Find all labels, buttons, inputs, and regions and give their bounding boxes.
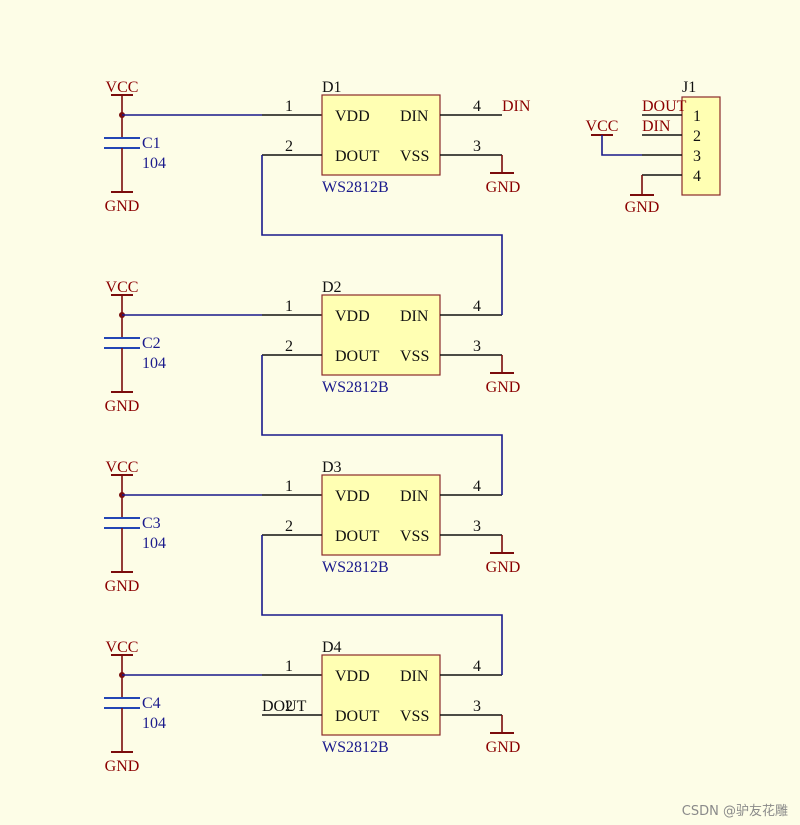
capacitor-designator: C1 xyxy=(142,135,161,152)
capacitor-value: 104 xyxy=(142,155,166,172)
chain-wire-1 xyxy=(261,155,503,315)
vss-gnd-label: GND xyxy=(486,739,521,756)
pin-number-3: 3 xyxy=(473,338,481,355)
connector-net-din: DIN xyxy=(642,118,671,135)
pin-label-vdd: VDD xyxy=(335,308,370,325)
chip-model: WS2812B xyxy=(322,379,389,396)
ws2812b-chip xyxy=(321,294,441,376)
vcc-label: VCC xyxy=(106,459,139,476)
din-net-label: DIN xyxy=(502,98,531,115)
pin-number-4: 4 xyxy=(473,98,481,115)
capacitor-designator: C2 xyxy=(142,335,161,352)
chain-wire-3 xyxy=(261,535,503,675)
vss-gnd-label: GND xyxy=(486,379,521,396)
chip-designator: D3 xyxy=(322,459,342,476)
pin-number-2: 2 xyxy=(285,338,293,355)
ws2812b-chip xyxy=(321,474,441,556)
pin-label-din: DIN xyxy=(400,668,429,685)
pin-label-vss: VSS xyxy=(400,148,429,165)
chip-designator: D1 xyxy=(322,79,342,96)
chip-model: WS2812B xyxy=(322,179,389,196)
connector-body xyxy=(681,96,721,196)
pin-label-dout: DOUT xyxy=(335,708,380,725)
pin-label-vdd: VDD xyxy=(335,108,370,125)
chip-model: WS2812B xyxy=(322,559,389,576)
capacitor-value: 104 xyxy=(142,715,166,732)
connector-j1: J1 1 2 3 4 DOUT DIN VCC GND xyxy=(586,79,721,216)
capacitor-value: 104 xyxy=(142,355,166,372)
chain-wire-2 xyxy=(261,355,503,495)
data-chain-wires xyxy=(261,155,503,675)
chip-model: WS2812B xyxy=(322,739,389,756)
dout-net-label: DOUT xyxy=(262,698,307,715)
pin-number-2: 2 xyxy=(285,138,293,155)
capacitor-value: 104 xyxy=(142,535,166,552)
connector-pin-1: 1 xyxy=(693,108,701,125)
pin-label-dout: DOUT xyxy=(335,348,380,365)
pin-number-4: 4 xyxy=(473,298,481,315)
connector-net-vcc: VCC xyxy=(586,118,619,135)
pin-label-din: DIN xyxy=(400,308,429,325)
capacitor-designator: C3 xyxy=(142,515,161,532)
pin-number-1: 1 xyxy=(285,98,293,115)
pin-number-2: 2 xyxy=(285,698,293,715)
vcc-label: VCC xyxy=(106,79,139,96)
connector-pin-2: 2 xyxy=(693,128,701,145)
chip-designator: D4 xyxy=(322,639,342,656)
pin-label-vss: VSS xyxy=(400,348,429,365)
pin-number-4: 4 xyxy=(473,658,481,675)
gnd-label: GND xyxy=(105,398,140,415)
connector-vcc-wire xyxy=(601,135,642,156)
pin-label-din: DIN xyxy=(400,108,429,125)
pin-number-1: 1 xyxy=(285,298,293,315)
connector-pin-3: 3 xyxy=(693,148,701,165)
pin-label-vdd: VDD xyxy=(335,488,370,505)
gnd-label: GND xyxy=(105,578,140,595)
vss-gnd-label: GND xyxy=(486,179,521,196)
chip-designator: D2 xyxy=(322,279,342,296)
vcc-label: VCC xyxy=(106,279,139,296)
vss-gnd-label: GND xyxy=(486,559,521,576)
vcc-label: VCC xyxy=(106,639,139,656)
pin-label-vss: VSS xyxy=(400,708,429,725)
ws2812b-chip xyxy=(321,94,441,176)
connector-designator: J1 xyxy=(682,79,696,96)
pin-label-vdd: VDD xyxy=(335,668,370,685)
connector-pin-4: 4 xyxy=(693,168,701,185)
ws2812b-chip xyxy=(321,654,441,736)
connector-net-dout: DOUT xyxy=(642,98,687,115)
connector-net-gnd: GND xyxy=(625,199,660,216)
pin-label-dout: DOUT xyxy=(335,148,380,165)
pin-number-2: 2 xyxy=(285,518,293,535)
capacitor-designator: C4 xyxy=(142,695,161,712)
pin-number-3: 3 xyxy=(473,698,481,715)
pin-number-3: 3 xyxy=(473,138,481,155)
gnd-label: GND xyxy=(105,198,140,215)
pin-number-3: 3 xyxy=(473,518,481,535)
watermark: CSDN @驴友花雕 xyxy=(681,804,788,819)
pin-number-1: 1 xyxy=(285,478,293,495)
gnd-label: GND xyxy=(105,758,140,775)
pin-number-1: 1 xyxy=(285,658,293,675)
pin-label-vss: VSS xyxy=(400,528,429,545)
pin-number-4: 4 xyxy=(473,478,481,495)
pin-label-din: DIN xyxy=(400,488,429,505)
pin-label-dout: DOUT xyxy=(335,528,380,545)
